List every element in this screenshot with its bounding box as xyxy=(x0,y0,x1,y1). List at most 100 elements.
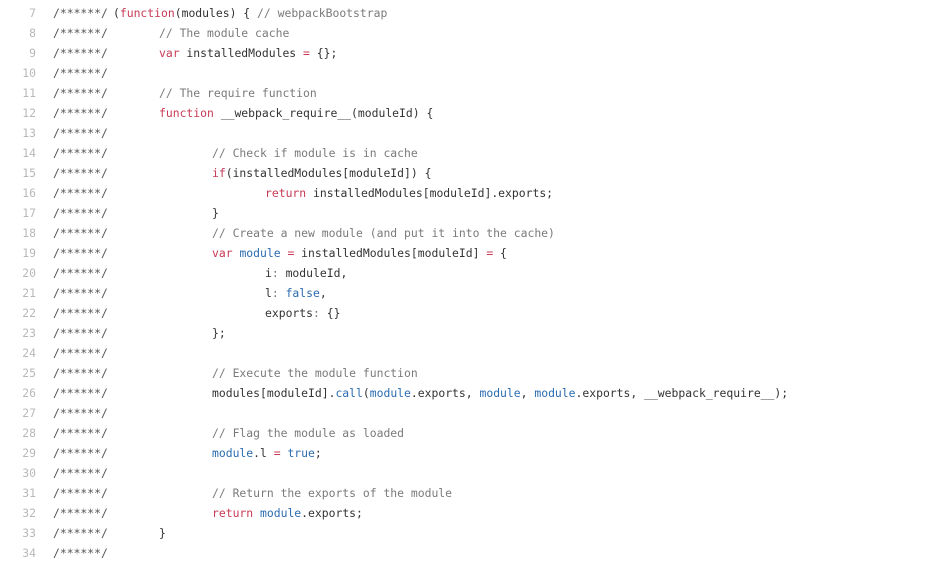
code-line: 10/******/ xyxy=(0,63,930,83)
code-token: // The module cache xyxy=(159,26,290,40)
bootstrap-marker-comment: /******/ xyxy=(53,426,108,440)
code-line: 14/******/// Check if module is in cache xyxy=(0,143,930,163)
code-line: 29 /******/ module.l = true; xyxy=(0,443,930,463)
code-token: module xyxy=(212,446,254,460)
code-token xyxy=(279,286,286,300)
code-line: 7/******/(function(modules) { // webpack… xyxy=(0,3,930,23)
line-number: 28 xyxy=(22,426,36,440)
line-number: 23 xyxy=(22,326,36,340)
code-token: return xyxy=(265,186,307,200)
code-token: .exports, __webpack_require__); xyxy=(575,386,789,400)
code-line: 9/******/var installedModules = {}; xyxy=(0,43,930,63)
bootstrap-marker-comment: /******/ xyxy=(53,246,108,260)
code-content: // Return the exports of the module xyxy=(212,483,452,503)
bootstrap-marker-comment: /******/ xyxy=(53,146,108,160)
line-number: 33 xyxy=(22,526,36,540)
code-token: (installedModules[moduleId]) { xyxy=(225,166,432,180)
code-line: 31/******/// Return the exports of the m… xyxy=(0,483,930,503)
code-content: } xyxy=(159,523,166,543)
code-line: 18/******/// Create a new module (and pu… xyxy=(0,223,930,243)
bootstrap-marker-comment: /******/ xyxy=(53,406,108,420)
code-content: if(installedModules[moduleId]) { xyxy=(212,163,431,183)
code-token: {}; xyxy=(309,46,338,60)
line-number: 17 xyxy=(22,206,36,220)
code-line: 24/******/ xyxy=(0,343,930,363)
code-content: (function(modules) { // webpackBootstrap xyxy=(113,3,387,23)
line-number: 12 xyxy=(22,106,36,120)
code-line: 15/******/if(installedModules[moduleId])… xyxy=(0,163,930,183)
code-token: // Execute the module function xyxy=(212,366,418,380)
line-number: 13 xyxy=(22,126,36,140)
code-token: module xyxy=(534,386,576,400)
code-token: exports xyxy=(265,306,314,320)
code-line: 23/******/}; xyxy=(0,323,930,343)
code-content: }; xyxy=(212,323,226,343)
code-token: if xyxy=(212,166,226,180)
bootstrap-marker-comment: /******/ xyxy=(53,546,108,560)
line-number: 25 xyxy=(22,366,36,380)
code-token: (modules) { xyxy=(174,6,258,20)
code-token: false xyxy=(285,286,320,300)
code-line: 8/******/// The module cache xyxy=(0,23,930,43)
code-token: l xyxy=(265,286,272,300)
code-line: 27 /******/ xyxy=(0,403,930,423)
code-token: : xyxy=(313,306,320,320)
code-token: // Flag the module as loaded xyxy=(212,426,405,440)
line-number: 16 xyxy=(22,186,36,200)
bootstrap-marker-comment: /******/ xyxy=(53,186,108,200)
bootstrap-marker-comment: /******/ xyxy=(53,106,108,120)
code-line: 30/******/ xyxy=(0,463,930,483)
code-token: } xyxy=(159,526,166,540)
line-number: 15 xyxy=(22,166,36,180)
line-number: 19 xyxy=(22,246,36,260)
code-content: } xyxy=(212,203,219,223)
code-token: // webpackBootstrap xyxy=(257,6,388,20)
line-number: 20 xyxy=(22,266,36,280)
line-number: 21 xyxy=(22,286,36,300)
line-number: 31 xyxy=(22,486,36,500)
code-content: return installedModules[moduleId].export… xyxy=(265,183,553,203)
code-token: modules[moduleId]. xyxy=(212,386,336,400)
bootstrap-marker-comment: /******/ xyxy=(53,526,108,540)
code-token: ( xyxy=(113,6,120,20)
code-token: module xyxy=(239,246,281,260)
code-line: 25/******/// Execute the module function xyxy=(0,363,930,383)
bootstrap-marker-comment: /******/ xyxy=(53,306,108,320)
code-token xyxy=(253,506,260,520)
line-number: 30 xyxy=(22,466,36,480)
line-number: 14 xyxy=(22,146,36,160)
code-token: var xyxy=(212,246,233,260)
code-token: installedModules[moduleId].exports; xyxy=(306,186,554,200)
line-number: 18 xyxy=(22,226,36,240)
code-token: , xyxy=(319,286,327,300)
code-line: 33 /******/} xyxy=(0,523,930,543)
code-token: // Return the exports of the module xyxy=(212,486,453,500)
code-content: // Flag the module as loaded xyxy=(212,423,404,443)
bootstrap-marker-comment: /******/ xyxy=(53,446,108,460)
bootstrap-marker-comment: /******/ xyxy=(53,86,108,100)
bootstrap-marker-comment: /******/ xyxy=(53,386,108,400)
line-number: 11 xyxy=(22,86,36,100)
code-token: module xyxy=(260,506,302,520)
code-token: = xyxy=(486,246,494,260)
code-token: function xyxy=(159,106,214,120)
line-number: 34 xyxy=(22,546,36,560)
code-content: module.l = true; xyxy=(212,443,322,463)
code-token: = xyxy=(303,46,310,60)
code-token: module xyxy=(369,386,411,400)
line-number: 32 xyxy=(22,506,36,520)
line-number: 29 xyxy=(22,446,36,460)
line-number: 27 xyxy=(22,406,36,420)
code-content: i: moduleId, xyxy=(265,263,347,283)
bootstrap-marker-comment: /******/ xyxy=(53,126,108,140)
line-number: 8 xyxy=(29,26,36,40)
bootstrap-marker-comment: /******/ xyxy=(53,346,108,360)
code-token: } xyxy=(212,206,219,220)
code-token: var xyxy=(159,46,180,60)
bootstrap-marker-comment: /******/ xyxy=(53,6,108,20)
bootstrap-marker-comment: /******/ xyxy=(53,66,108,80)
code-content: modules[moduleId].call(module.exports, m… xyxy=(212,383,788,403)
code-content: var installedModules = {}; xyxy=(159,43,337,63)
code-line: 22/******/exports: {} xyxy=(0,303,930,323)
code-token: { xyxy=(493,246,507,260)
